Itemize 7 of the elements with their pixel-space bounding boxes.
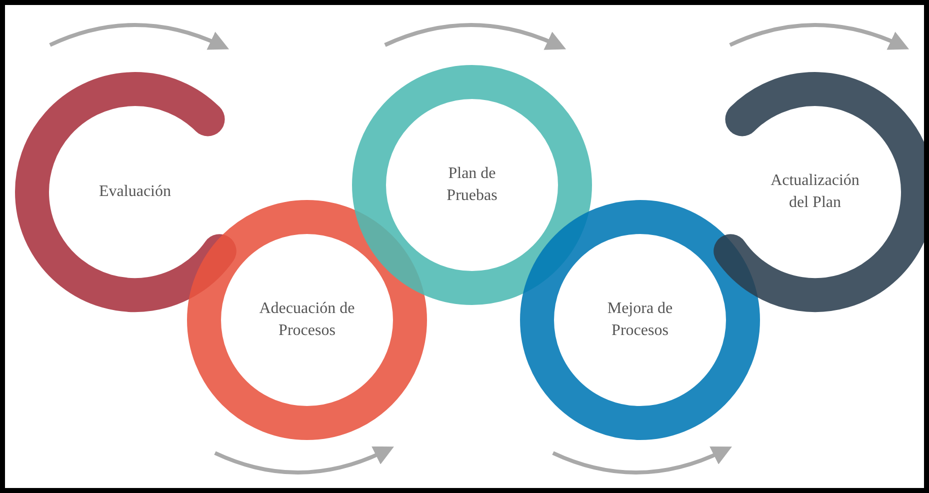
ring-label: Adecuación de Procesos [258,299,356,341]
ring [187,200,427,440]
ring [520,200,760,440]
ring-label: Mejora de Procesos [606,299,674,341]
ring-label: Evaluación [98,182,172,202]
ring-label: Plan de Pruebas [446,164,498,206]
ring-label: Actualización del Plan [770,171,860,213]
